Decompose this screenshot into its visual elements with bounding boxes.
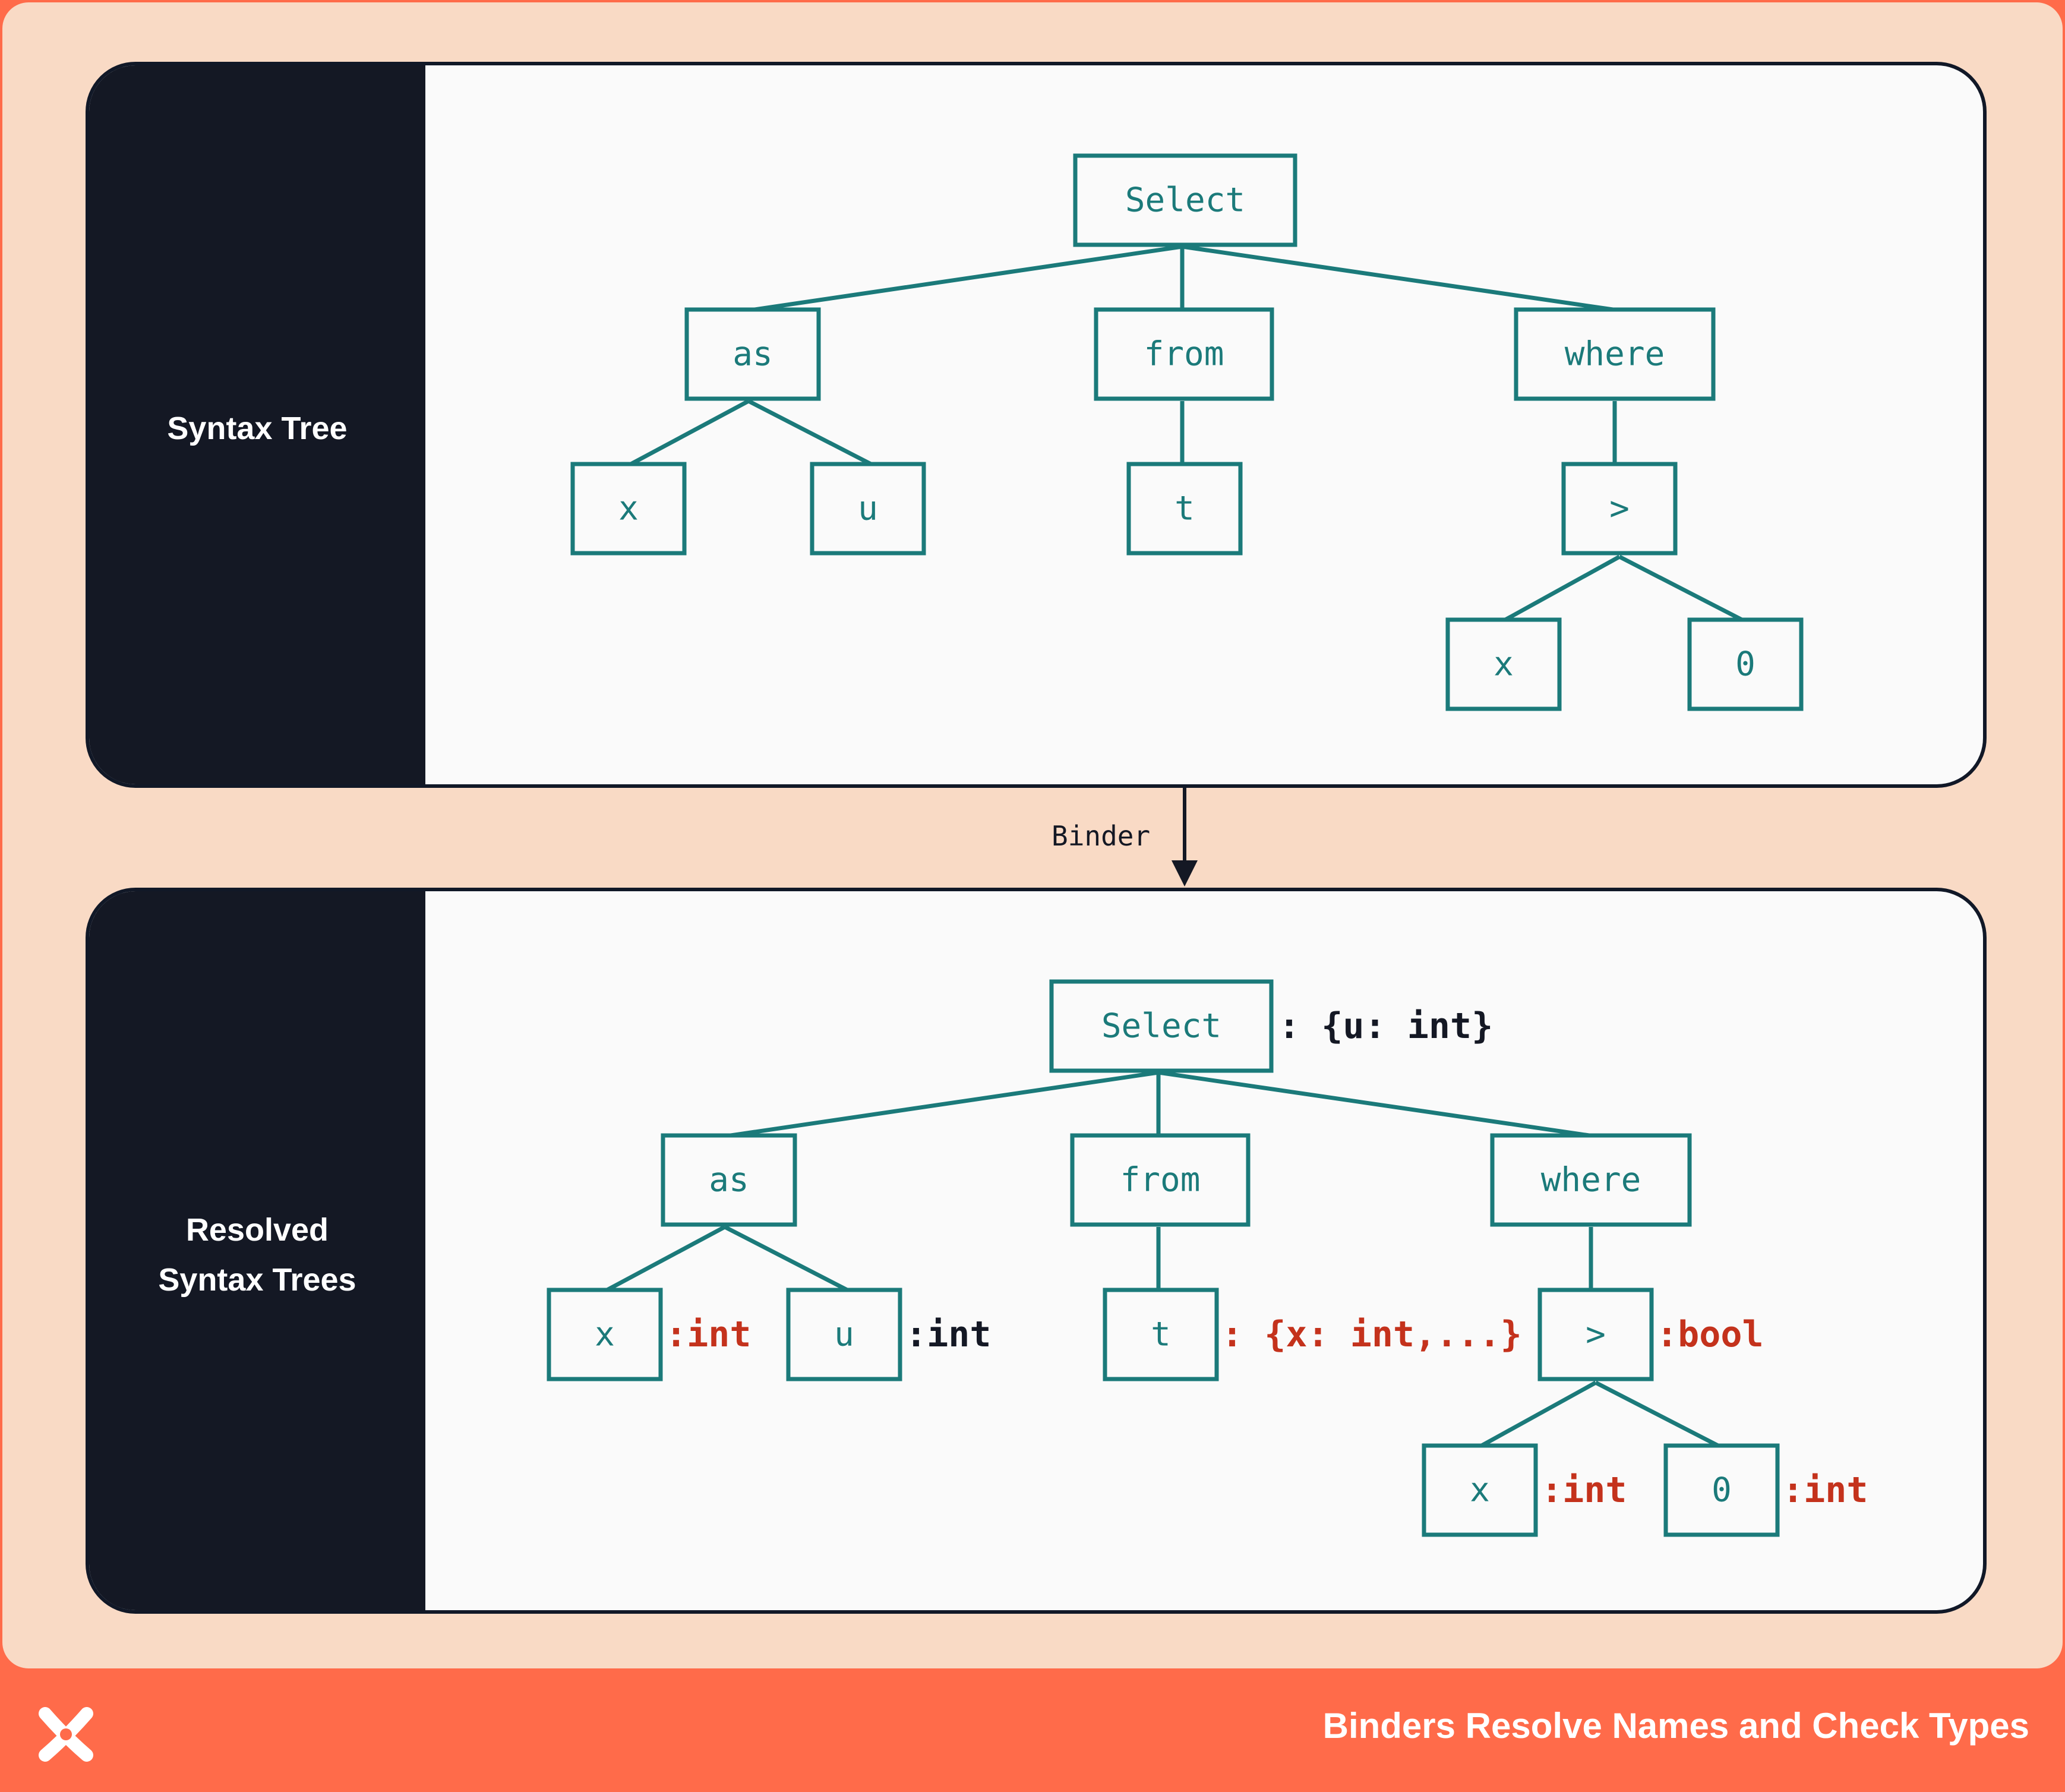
tree-node-from: from (1094, 307, 1274, 401)
tree-node-x2: x (1445, 617, 1562, 711)
svg-text:from: from (1120, 1161, 1201, 1200)
tree-node-u: u (810, 462, 926, 556)
panel-sidebar: Syntax Tree (89, 65, 425, 784)
tree-node-x: x (570, 462, 687, 556)
diagram-frame: Syntax Tree Select as from where x u t > (2, 2, 2063, 1668)
tree-edge (606, 1225, 726, 1292)
svg-text:>: > (1586, 1315, 1606, 1354)
panel-title-line-1: Resolved (185, 1212, 329, 1248)
syntax-tree-panel: Syntax Tree Select as from where x u t > (86, 62, 1987, 788)
panel-sidebar: Resolved Syntax Trees (89, 891, 425, 1610)
svg-text:x: x (1494, 645, 1514, 684)
svg-text:t: t (1151, 1315, 1171, 1354)
svg-text:u: u (834, 1315, 854, 1354)
svg-text:as: as (732, 335, 772, 374)
tree-node-zero: 0 (1687, 617, 1804, 711)
binder-arrow (1172, 788, 1198, 886)
tree-node-select: Select (1073, 153, 1297, 247)
tree-node-from: from (1070, 1133, 1251, 1227)
tree-edge (1158, 1070, 1590, 1138)
svg-text:0: 0 (1712, 1471, 1732, 1510)
tree-node-greater-than: > (1537, 1288, 1654, 1381)
type-annotation-x: :int (665, 1314, 752, 1355)
svg-text:from: from (1144, 335, 1224, 374)
tree-edge (730, 1070, 1159, 1138)
tree-node-as: as (684, 307, 821, 401)
tree-edge (1618, 554, 1743, 622)
tree-node-t: t (1126, 462, 1243, 556)
svg-text:where: where (1565, 335, 1665, 374)
tree-node-zero: 0 (1663, 1443, 1780, 1537)
resolved-syntax-tree: Select as from where x u t > x 0 : {u: i… (547, 979, 1868, 1537)
tree-edge (1594, 1380, 1719, 1448)
svg-text:as: as (709, 1161, 749, 1200)
tree-edge (1182, 244, 1614, 312)
x-logo-icon (39, 1707, 93, 1762)
tree-edge (1480, 1380, 1597, 1448)
tree-edge (630, 399, 750, 466)
panel-title: Syntax Tree (167, 411, 348, 446)
binder-label: Binder (1052, 820, 1151, 852)
svg-text:t: t (1174, 490, 1195, 528)
svg-text:x: x (595, 1315, 615, 1354)
tree-node-u: u (786, 1288, 902, 1381)
svg-text:u: u (858, 490, 878, 528)
tree-node-x: x (547, 1288, 663, 1381)
svg-text:0: 0 (1735, 645, 1755, 684)
syntax-tree: Select as from where x u t > x 0 (570, 153, 1804, 711)
tree-edges (630, 244, 1743, 622)
type-annotation-t: : {x: int,...} (1221, 1314, 1522, 1355)
type-annotation-zero: :int (1782, 1469, 1868, 1511)
tree-node-x2: x (1422, 1443, 1538, 1537)
tree-edge (747, 399, 872, 466)
panel-title-line-2: Syntax Trees (158, 1262, 356, 1298)
tree-edges (606, 1070, 1719, 1448)
type-annotation-x2: :int (1541, 1469, 1627, 1511)
tree-node-where: where (1514, 307, 1716, 401)
tree-node-where: where (1490, 1133, 1692, 1227)
svg-text:Select: Select (1101, 1007, 1221, 1046)
tree-node-as: as (661, 1133, 797, 1227)
tree-edge (724, 1225, 848, 1292)
tree-node-t: t (1103, 1288, 1219, 1381)
tree-node-select: Select (1049, 979, 1274, 1073)
type-annotation-greater-than: :bool (1656, 1314, 1764, 1355)
footer-title: Binders Resolve Names and Check Types (1322, 1706, 2029, 1746)
type-annotation-select: : {u: int} (1278, 1005, 1493, 1047)
svg-text:x: x (1470, 1471, 1490, 1510)
type-annotation-u: :int (905, 1314, 992, 1355)
resolved-syntax-tree-panel: Resolved Syntax Trees Select as from whe… (86, 888, 1987, 1614)
svg-text:>: > (1609, 490, 1630, 528)
svg-text:Select: Select (1125, 181, 1245, 220)
svg-text:where: where (1541, 1161, 1641, 1200)
svg-text:x: x (618, 490, 639, 528)
tree-node-greater-than: > (1561, 462, 1678, 556)
tree-edge (754, 244, 1183, 312)
tree-edge (1504, 554, 1621, 622)
